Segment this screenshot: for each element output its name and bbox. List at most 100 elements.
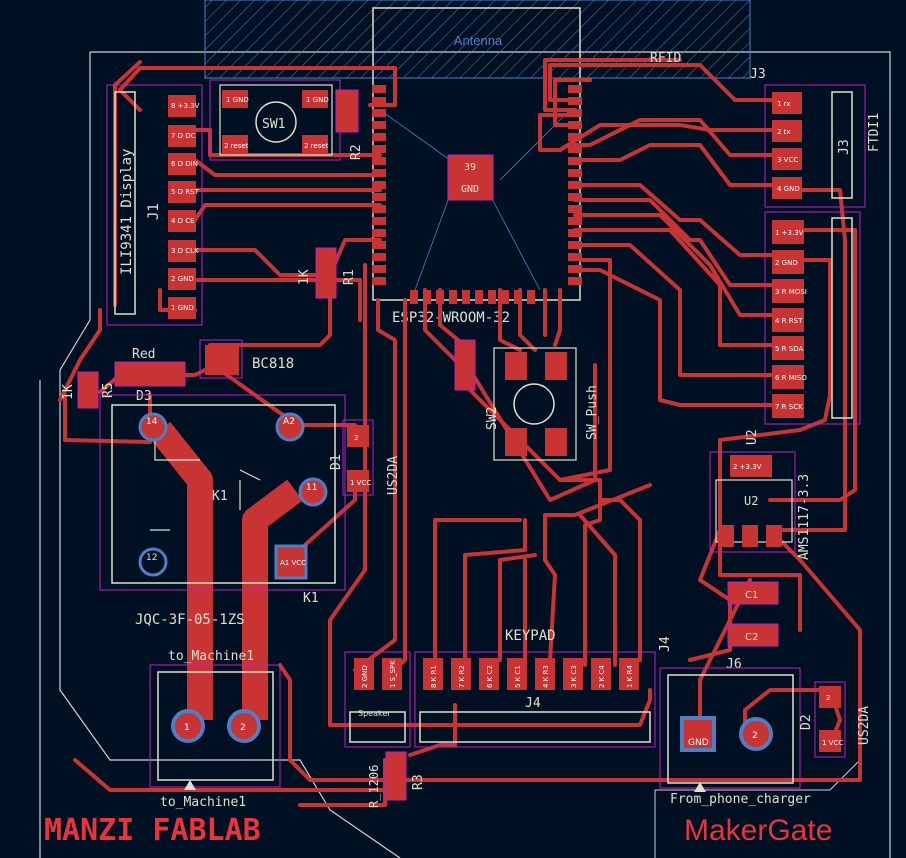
- u2-pad[interactable]: [718, 525, 734, 547]
- k1-pin-label: 12: [146, 553, 157, 563]
- keypad-pin-label: 3 K C3: [570, 665, 578, 688]
- rfid-pin-label: 1 +3.3V: [775, 229, 804, 237]
- sw1-pad[interactable]: [222, 90, 248, 108]
- j3-ref-top: J3: [750, 67, 766, 82]
- charger-terminal-body: [667, 674, 794, 784]
- charger-terminal-pad-2[interactable]: [739, 717, 773, 751]
- j1-pin-label: 2 GND: [171, 275, 194, 283]
- keypad-pad[interactable]: [423, 658, 443, 690]
- keypad-pad[interactable]: [619, 658, 639, 690]
- r1-value: 1K: [297, 269, 312, 285]
- j1-pad[interactable]: [168, 153, 196, 175]
- j1-body: [114, 91, 136, 315]
- d1-pad-2[interactable]: [347, 425, 369, 447]
- k1-pad-14[interactable]: [138, 412, 168, 442]
- u2-ref: U2: [744, 494, 758, 508]
- rfid-pin-label: 5 R SDA: [775, 345, 803, 353]
- u2-pad[interactable]: [742, 525, 758, 547]
- rfid-pad[interactable]: [772, 279, 804, 303]
- charger-terminal-pad-gnd[interactable]: [680, 716, 716, 752]
- c2-footprint[interactable]: [727, 623, 779, 647]
- j1-pad[interactable]: [168, 95, 196, 117]
- d3-footprint[interactable]: [114, 361, 186, 387]
- j1-pad[interactable]: [168, 210, 196, 232]
- j1-pad[interactable]: [168, 240, 196, 262]
- keypad-pads: 8 K R1 7 K R2 6 K C2 5 K C1 4 K R3 3 K C…: [423, 658, 639, 690]
- machine-terminal-pad-1[interactable]: [171, 709, 205, 743]
- ftdi-pad[interactable]: [772, 92, 802, 114]
- sw2-pad[interactable]: [505, 428, 527, 456]
- sw1-pad[interactable]: [302, 90, 328, 108]
- keypad-pin-label: 4 K R3: [542, 665, 550, 688]
- d1-pin-label: 1 VCC: [350, 479, 371, 487]
- sw2-pad[interactable]: [545, 428, 567, 456]
- j1-pad[interactable]: [168, 297, 196, 319]
- ftdi-pad[interactable]: [772, 177, 802, 199]
- j4-ref: J4: [525, 696, 541, 711]
- keypad-pad[interactable]: [451, 658, 471, 690]
- rfid-pad[interactable]: [772, 365, 804, 389]
- r3-footprint[interactable]: [385, 751, 407, 801]
- sw2-body: [493, 347, 577, 461]
- d2-pad-2[interactable]: [819, 686, 841, 708]
- machine-terminal-pad-2[interactable]: [227, 709, 261, 743]
- q1-pad[interactable]: [205, 345, 239, 375]
- j1-pin-label: 1 GND: [171, 304, 194, 312]
- machine-terminal-body: [157, 671, 274, 781]
- j1-pad[interactable]: [168, 181, 196, 203]
- j1-pad[interactable]: [168, 125, 196, 147]
- d2-pin-label: 2: [826, 694, 830, 702]
- rfid-pad[interactable]: [772, 394, 804, 418]
- sw2-pad[interactable]: [545, 352, 567, 380]
- c1-footprint[interactable]: [727, 581, 779, 605]
- r2-footprint[interactable]: [335, 89, 359, 133]
- rfid-pad[interactable]: [772, 308, 804, 332]
- machine-terminal-marker: [184, 780, 196, 790]
- k1-pad-a2[interactable]: [275, 412, 305, 442]
- rfid-pin-label: 6 R MISO: [775, 374, 807, 382]
- u2-tab-pad[interactable]: [730, 455, 772, 477]
- ftdi-pad[interactable]: [772, 120, 802, 142]
- j1-pin-label: 4 D CE: [171, 217, 195, 225]
- esp32-gnd-pad[interactable]: [447, 154, 494, 201]
- rfid-pad[interactable]: [772, 336, 804, 360]
- j4-ref-top: J4: [658, 636, 673, 652]
- ftdi-pad[interactable]: [772, 148, 802, 170]
- to-machine-top-label: to_Machine1: [168, 649, 254, 664]
- u2-pad[interactable]: [766, 525, 782, 547]
- r4-footprint[interactable]: [454, 339, 476, 391]
- sw1-pads: 1 GND 1 GND 2 reset 2 reset: [222, 90, 329, 153]
- r5-footprint[interactable]: [77, 371, 99, 409]
- charger-terminal-courtyard: [659, 667, 801, 789]
- rfid-pad[interactable]: [772, 250, 804, 274]
- rfid-pin-label: 3 R MOSI: [775, 288, 807, 296]
- j1-pin-label: 6 D DIN: [171, 160, 198, 168]
- q1-footprint[interactable]: [199, 339, 243, 379]
- d2-ref: D2: [799, 714, 814, 730]
- rfid-pad[interactable]: [772, 220, 804, 244]
- j1-display-label: ILI9341 Display: [119, 149, 135, 275]
- speaker-pad[interactable]: [382, 658, 402, 690]
- sw1-pad[interactable]: [302, 135, 328, 153]
- k1-courtyard: [99, 394, 346, 591]
- d1-pad-1[interactable]: [347, 470, 369, 492]
- d2-pad-1[interactable]: [819, 730, 841, 752]
- keypad-pad[interactable]: [591, 658, 611, 690]
- keypad-pad[interactable]: [535, 658, 555, 690]
- sw1-pad[interactable]: [222, 135, 248, 153]
- r1-footprint[interactable]: [315, 247, 337, 299]
- keypad-pad[interactable]: [479, 658, 499, 690]
- k1-pad-11[interactable]: [298, 477, 328, 507]
- speaker-pad[interactable]: [354, 658, 374, 690]
- ratsnest-line: [414, 194, 451, 291]
- keypad-pin-label: 2 K C4: [598, 665, 606, 688]
- charger-terminal-marker: [694, 782, 706, 792]
- keypad-pad[interactable]: [563, 658, 583, 690]
- keypad-pad[interactable]: [507, 658, 527, 690]
- k1-ref-2: K1: [303, 591, 319, 606]
- k1-pad-a1[interactable]: [274, 544, 308, 580]
- j1-pad[interactable]: [168, 268, 196, 290]
- k1-pad-12[interactable]: [138, 547, 168, 577]
- sw2-pad[interactable]: [505, 352, 527, 380]
